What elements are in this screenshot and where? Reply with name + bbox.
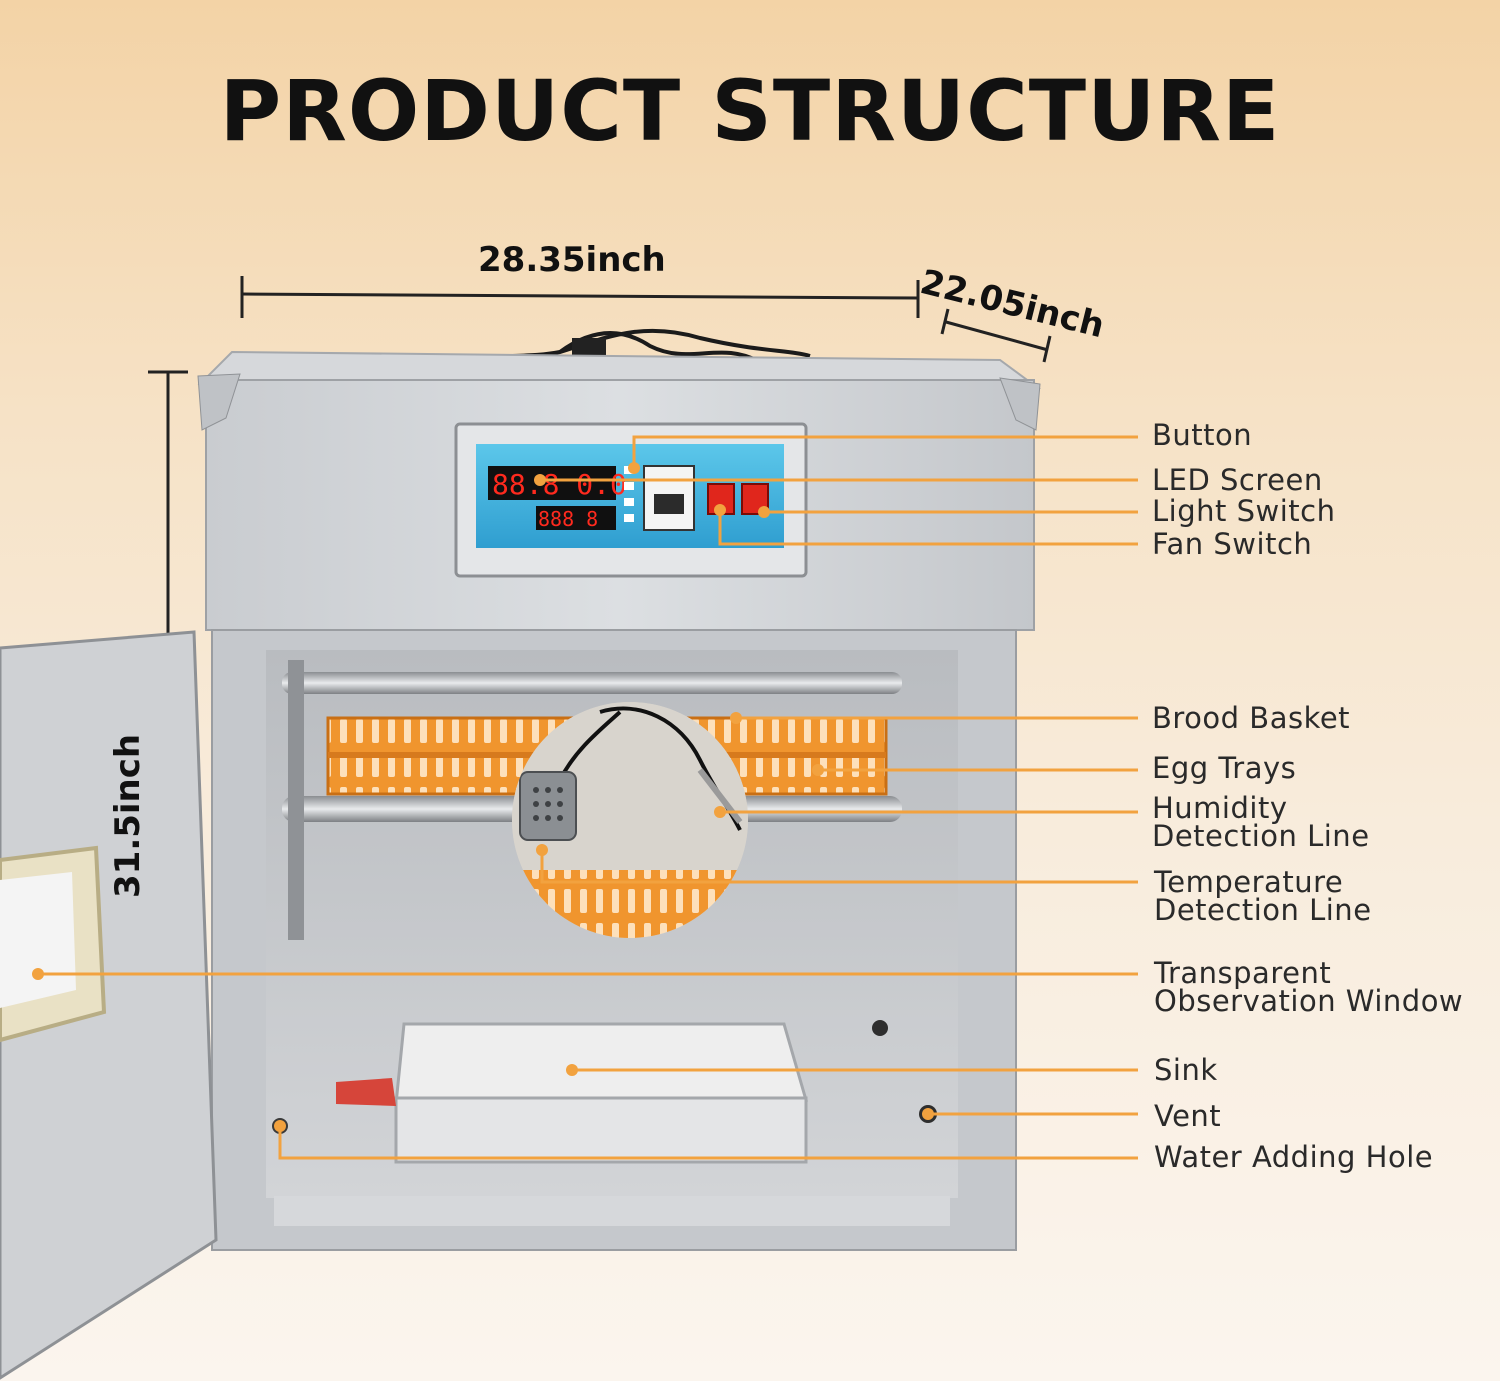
label-window-line-1: Transparent	[1154, 956, 1332, 990]
label-water-adding-hole: Water Adding Hole	[1154, 1140, 1434, 1174]
sink-tray	[394, 1022, 808, 1106]
label-temperature-line-1: Temperature	[1154, 865, 1344, 899]
depth-dimension-line	[940, 308, 1052, 363]
label-temperature-detection-line: Temperature Detection Line	[1154, 865, 1372, 927]
label-brood-basket: Brood Basket	[1152, 701, 1351, 735]
label-humidity-line-2: Detection Line	[1152, 819, 1370, 853]
label-fan-switch: Fan Switch	[1152, 527, 1313, 561]
label-humidity-detection-line: Humidity Detection Line	[1152, 791, 1370, 853]
label-window-line-2: Observation Window	[1154, 984, 1464, 1018]
label-vent: Vent	[1154, 1099, 1222, 1133]
label-temperature-line-2: Detection Line	[1154, 893, 1372, 927]
width-dimension-line	[240, 276, 920, 318]
width-dimension-label: 28.35inch	[478, 240, 666, 280]
label-sink: Sink	[1154, 1053, 1218, 1087]
label-light-switch: Light Switch	[1152, 494, 1336, 528]
svg-text:88.8 0.0: 88.8 0.0	[492, 468, 627, 501]
incubator-door	[0, 630, 218, 1380]
svg-text:888 8: 888 8	[538, 507, 598, 531]
label-humidity-line-1: Humidity	[1152, 791, 1288, 825]
label-observation-window: Transparent Observation Window	[1154, 956, 1464, 1018]
label-led-screen: LED Screen	[1152, 463, 1323, 497]
label-egg-trays: Egg Trays	[1152, 751, 1297, 785]
label-button: Button	[1152, 418, 1253, 452]
callout-lines	[38, 435, 1138, 1160]
height-dimension-label: 31.5inch	[108, 733, 148, 898]
page-title: PRODUCT STRUCTURE	[219, 62, 1281, 160]
callout-dots	[32, 462, 934, 1132]
